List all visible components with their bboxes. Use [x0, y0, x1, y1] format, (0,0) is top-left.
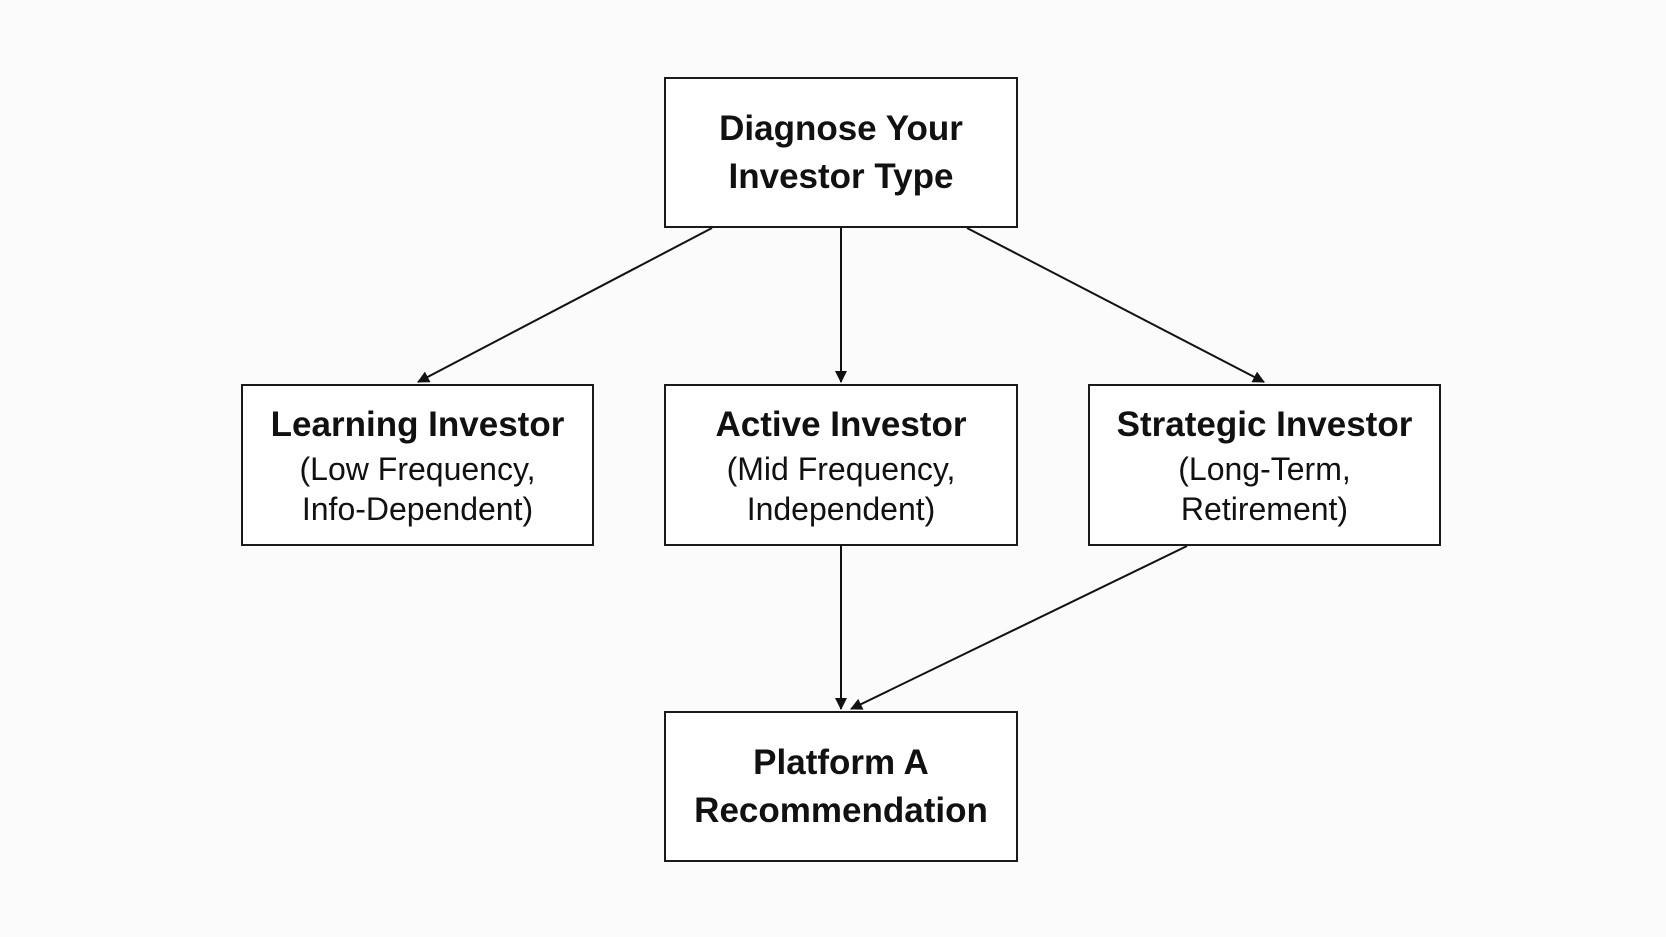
node-title-line: Recommendation	[694, 790, 988, 830]
node-title-line: Investor Type	[728, 156, 954, 196]
node-learning-investor: Learning Investor (Low Frequency, Info-D…	[241, 384, 594, 546]
node-title: Active Investor	[715, 405, 967, 444]
node-subtitle-line: (Low Frequency,	[299, 451, 536, 487]
arrow-strategic-to-platform	[850, 545, 1188, 710]
node-title-line: Diagnose Your	[719, 108, 963, 148]
node-subtitle-line: (Mid Frequency,	[726, 451, 956, 487]
node-title: Strategic Investor	[1116, 405, 1413, 444]
node-subtitle-line: (Long-Term,	[1178, 451, 1351, 487]
node-subtitle-line: Retirement)	[1180, 491, 1349, 527]
node-strategic-investor: Strategic Investor (Long-Term, Retiremen…	[1088, 384, 1441, 546]
arrow-diagnose-to-strategic	[966, 227, 1265, 383]
node-active-investor: Active Investor (Mid Frequency, Independ…	[664, 384, 1018, 546]
node-diagnose-investor-type: Diagnose Your Investor Type	[664, 77, 1018, 228]
node-subtitle-line: Independent)	[746, 491, 936, 527]
node-title-line: Platform A	[753, 742, 929, 782]
node-title: Learning Investor	[270, 405, 565, 444]
arrow-diagnose-to-learning	[417, 227, 713, 383]
node-platform-a-recommendation: Platform A Recommendation	[664, 711, 1018, 862]
node-subtitle-line: Info-Dependent)	[301, 491, 534, 527]
